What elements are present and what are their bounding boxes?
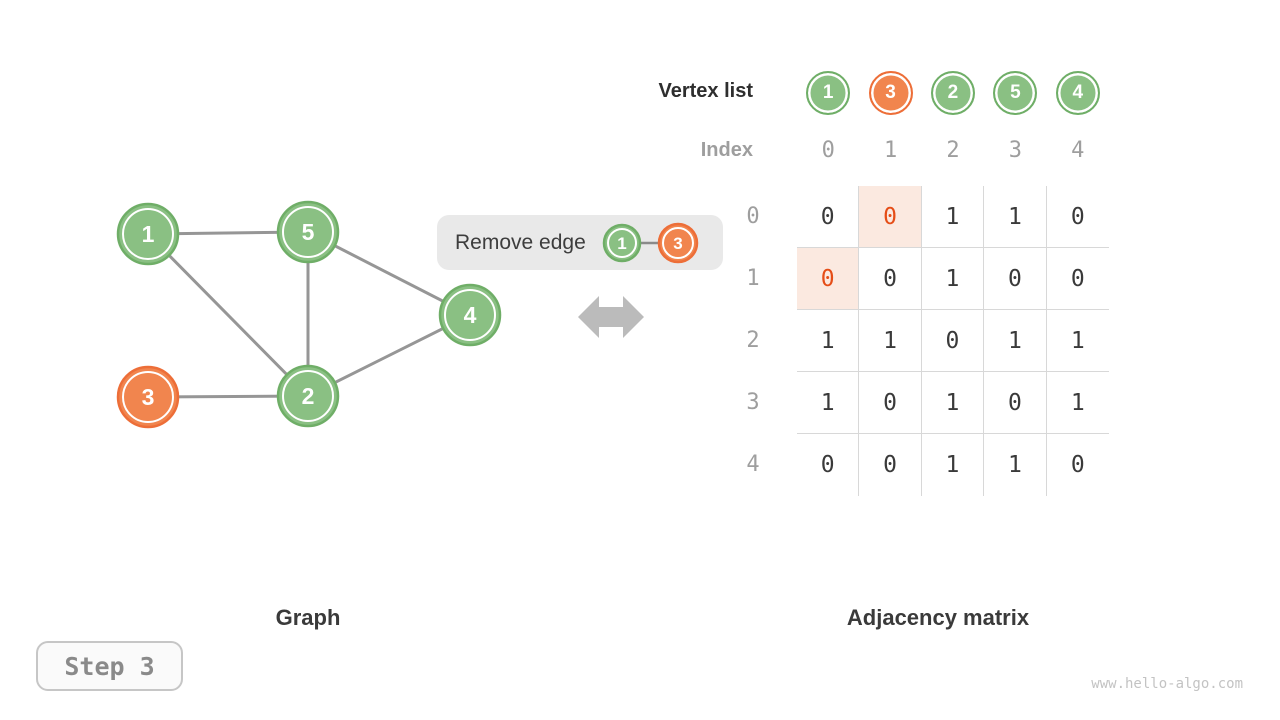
matrix-cell: 0 [859,434,922,496]
mini-edge-graphic: 1 3 [602,222,698,263]
edge-1-2 [146,232,310,398]
matrix-cell: 1 [922,434,985,496]
graph-node-label: 2 [302,383,315,409]
matrix-row-labels: 0 1 2 3 4 [733,186,773,496]
graph-node-label: 4 [464,302,477,328]
matrix-cell-highlighted: 0 [797,248,860,310]
matrix-cell: 1 [859,310,922,372]
matrix-cell: 0 [1070,452,1085,478]
matrix-cell: 1 [1046,372,1109,434]
graph-node-2: 2 [276,364,340,428]
row-label: 3 [746,390,760,415]
index-value: 2 [946,138,960,163]
graph-canvas: 1 5 4 3 2 [116,200,502,429]
graph-node-label: 3 [142,384,155,410]
index-label: Index [700,139,753,161]
matrix-cell: 0 [1046,186,1109,248]
matrix-cell: 0 [1046,248,1109,310]
row-label: 2 [746,328,760,353]
matrix-cell: 1 [984,186,1047,248]
matrix-title: Adjacency matrix [846,605,1030,630]
vertex-circle-1: 1 [806,71,851,115]
graph-node-label: 5 [302,219,315,245]
matrix-cell: 0 [797,186,860,248]
mini-node-3 [657,222,698,263]
adjacency-matrix-grid: 0 0 1 1 0 0 0 1 0 0 1 1 0 1 1 1 0 1 0 1 … [797,186,1109,496]
matrix-cell: 1 [921,186,985,248]
operation-label: Remove edge [455,230,586,254]
graph-node-label: 1 [142,221,155,247]
vertex-circle-2: 2 [930,71,975,115]
matrix-cell: 1 [797,372,860,434]
mini-node-1 [602,223,641,262]
step-badge: Step 3 [36,641,183,691]
matrix-cell: 0 [984,372,1047,434]
watermark: www.hello-algo.com [1091,676,1243,692]
matrix-cell: 0 [984,248,1047,310]
index-value: 3 [1008,138,1022,163]
matrix-cell: 1 [797,310,860,372]
matrix-cell: 0 [859,372,922,434]
matrix-cell: 1 [1046,310,1109,372]
vertex-circle-4: 4 [1055,71,1100,115]
matrix-cell-highlighted: 0 [859,186,922,248]
graph-node-5: 5 [276,200,340,264]
mini-node-1-label: 1 [617,234,626,253]
double-arrow-icon [578,296,644,338]
graph-node-3: 3 [116,365,180,429]
index-value: 1 [883,138,898,163]
matrix-cell: 1 [984,310,1047,372]
vertex-list-row: 1 3 2 5 4 [797,71,1109,115]
mini-node-3-label: 3 [673,234,682,253]
row-label: 4 [746,452,760,477]
index-value: 4 [1071,138,1085,163]
graph-title: Graph [275,605,341,630]
operation-pill: Remove edge 1 3 [437,215,723,270]
vertex-circle-3: 3 [868,71,913,115]
matrix-cell: 0 [859,248,922,310]
graph-node-4: 4 [438,283,502,347]
graph-node-1: 1 [116,202,180,266]
vertex-circle-5: 5 [993,71,1038,115]
matrix-cell: 0 [921,310,985,372]
index-value: 0 [821,138,835,163]
vertex-list-label: Vertex list [658,80,753,102]
matrix-cell: 1 [921,372,985,434]
matrix-cell: 0 [797,434,860,496]
matrix-cell: 1 [921,248,985,310]
row-label: 1 [746,266,760,291]
index-row: 0 1 2 3 4 [797,138,1109,163]
matrix-cell: 1 [984,434,1047,496]
row-label: 0 [746,204,760,229]
